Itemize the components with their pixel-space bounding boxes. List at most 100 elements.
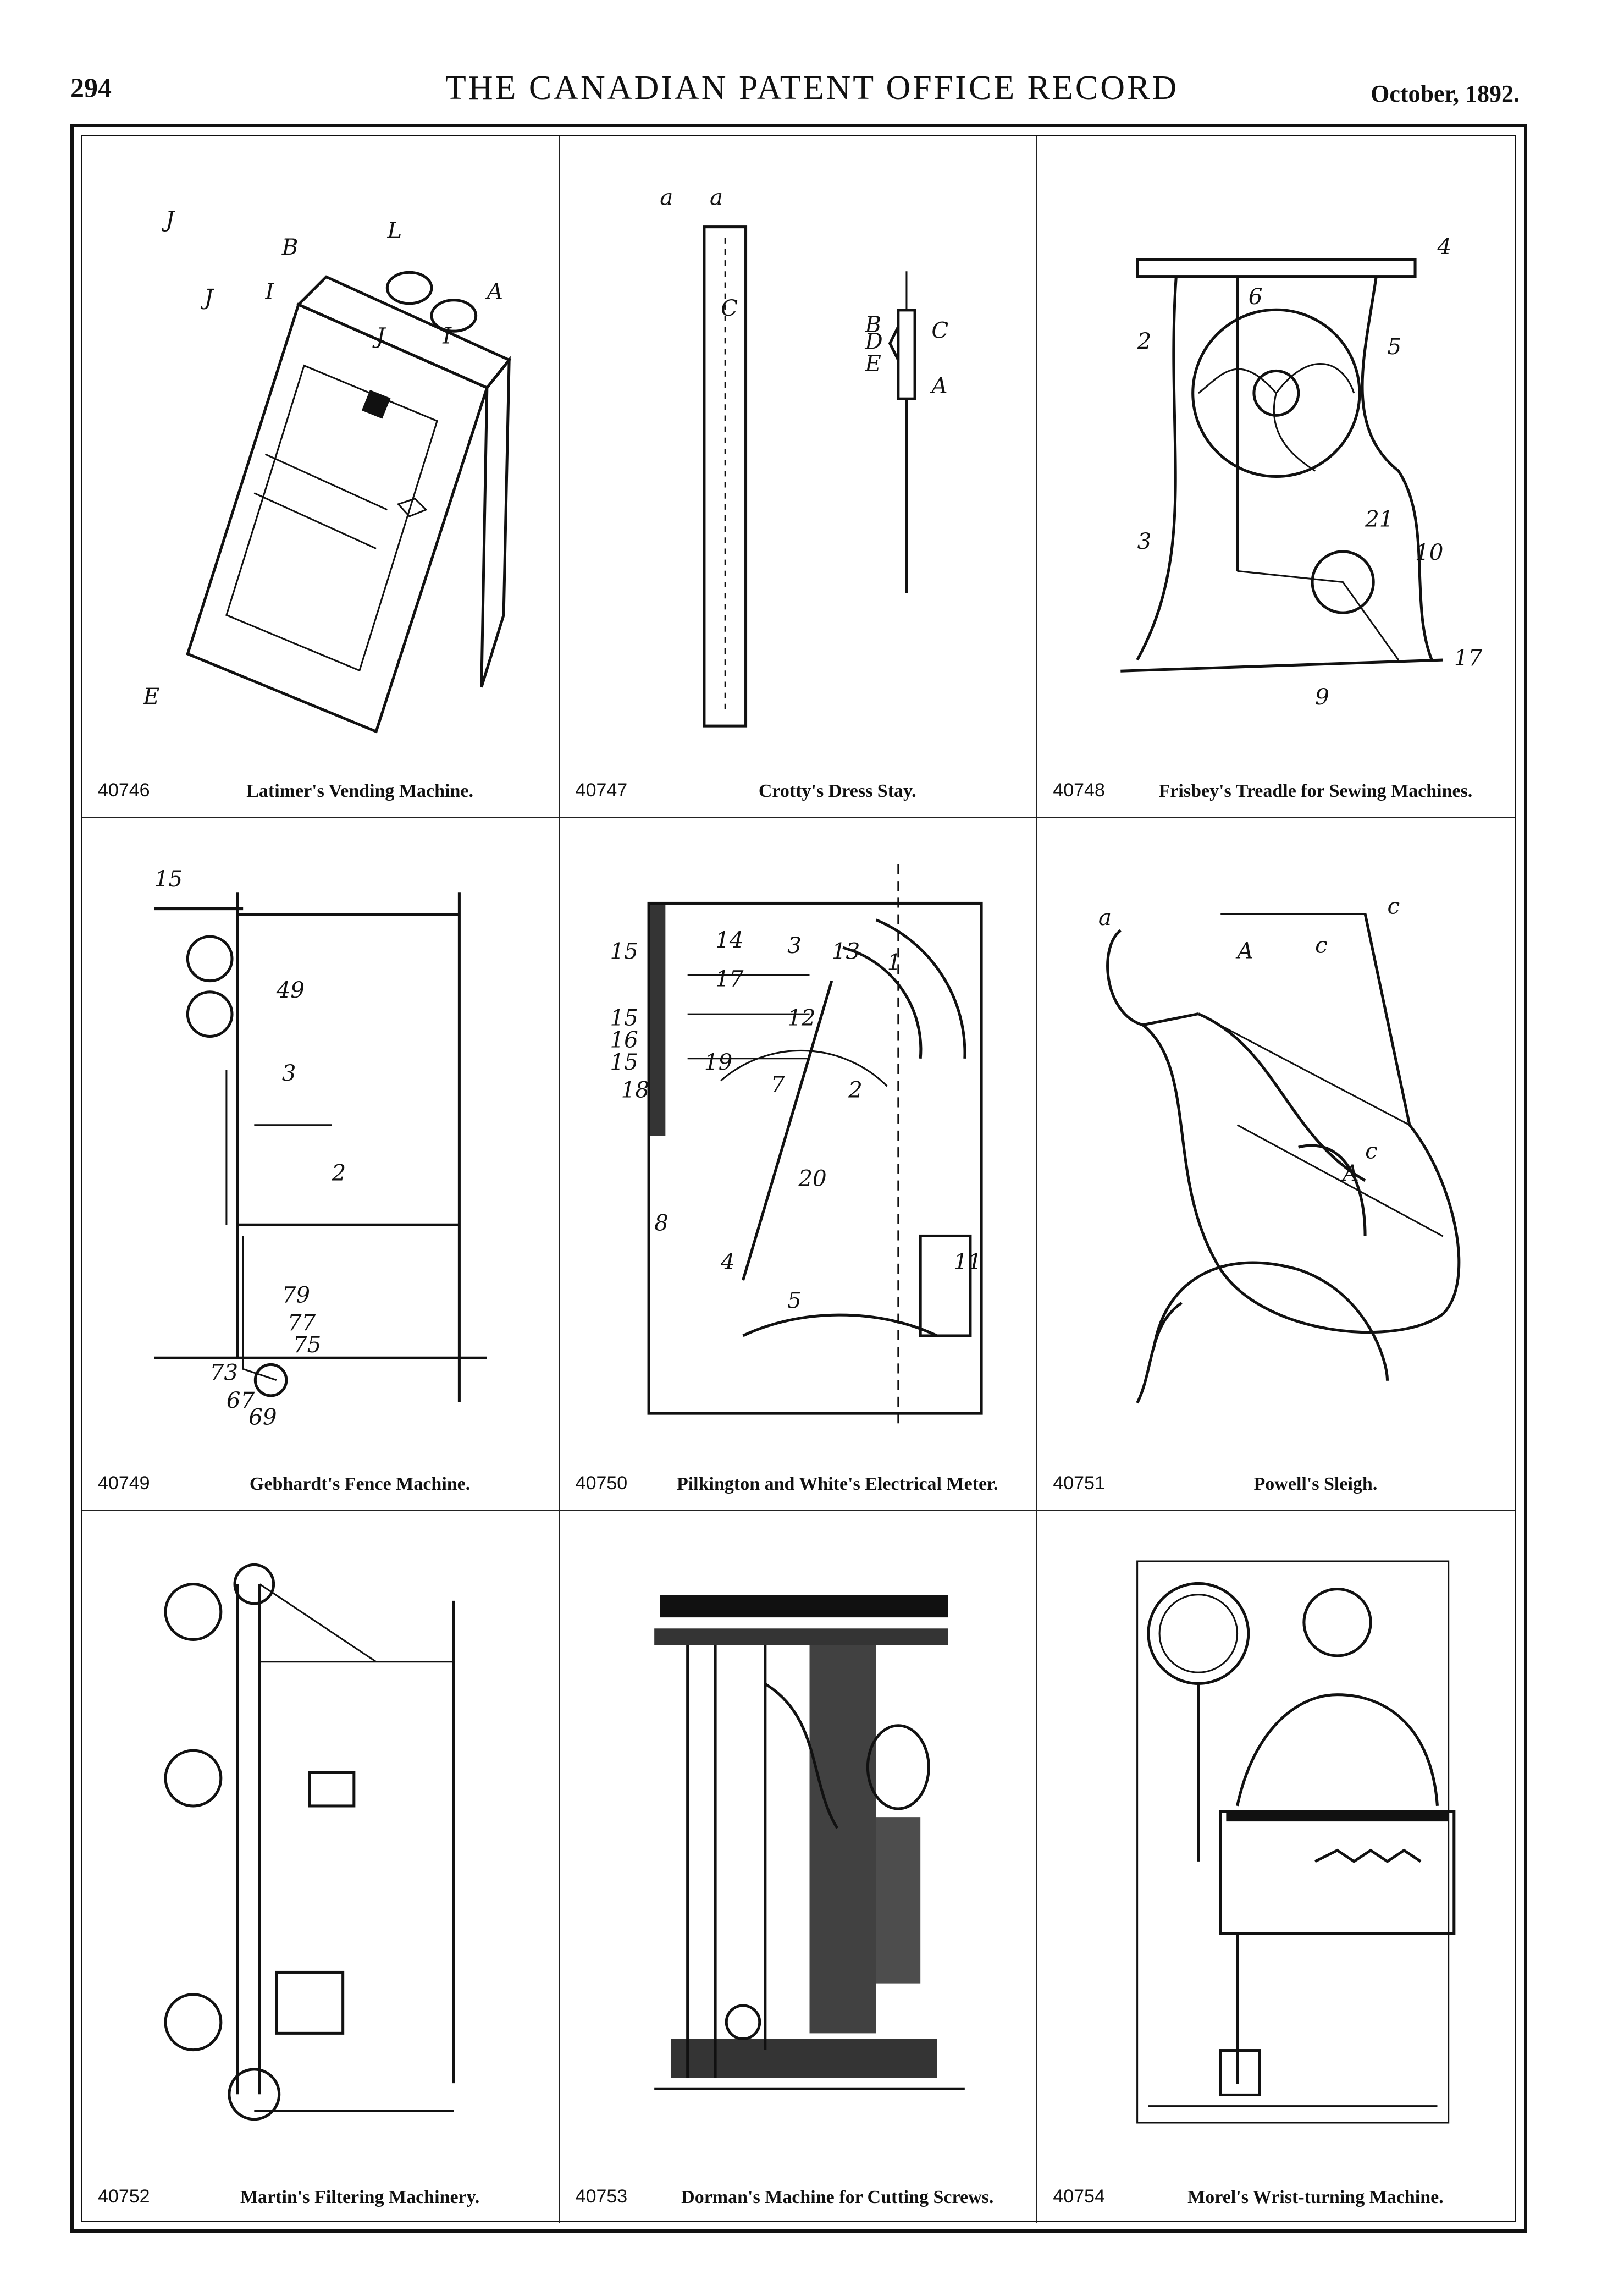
figure-reference-label: 75 — [293, 1332, 321, 1358]
figure-reference-label: A — [1235, 937, 1253, 963]
invention-title: Morel's Wrist-turning Machine. — [1187, 2187, 1444, 2208]
figure-reference-label: B — [864, 312, 881, 338]
figure-reference-label: 8 — [654, 1210, 669, 1236]
patent-number: 40751 — [1053, 1473, 1105, 1494]
figure-reference-label: B — [281, 234, 299, 260]
figure-reference-label: 15 — [610, 1049, 638, 1075]
figure-reference-label: 15 — [610, 1005, 638, 1031]
figure-reference-label: I — [442, 323, 452, 349]
patent-caption: 40747 Crotty's Dress Stay. — [576, 757, 1026, 801]
patent-number: 40750 — [575, 1473, 628, 1494]
figure-reference-label: 19 — [704, 1049, 732, 1075]
figure-reference-label: C — [931, 317, 948, 343]
patent-number: 40746 — [98, 780, 150, 801]
patent-caption: 40746 Latimer's Vending Machine. — [98, 757, 548, 801]
page-number: 294 — [70, 72, 112, 103]
figure-reference-label: 2 — [848, 1077, 863, 1103]
invention-title: Powell's Sleigh. — [1253, 1474, 1378, 1495]
figure-reference-label: I — [264, 279, 274, 305]
patent-caption: 40753 Dorman's Machine for Cutting Screw… — [576, 2163, 1026, 2207]
patent-caption: 40749 Gebhardt's Fence Machine. — [98, 1450, 548, 1494]
figure-reference-label: 20 — [798, 1166, 826, 1192]
figure-reference-label: 12 — [787, 1005, 815, 1031]
figure-reference-label: 3 — [282, 1060, 296, 1086]
figure-reference-label: 3 — [787, 933, 802, 959]
figure-reference-label: A — [485, 279, 503, 305]
figure-reference-label: 73 — [210, 1360, 238, 1386]
patent-drawing-screw-cutting-machine — [577, 1527, 1020, 2157]
patent-number: 40749 — [98, 1473, 150, 1494]
figure-reference-label: 67 — [227, 1387, 255, 1413]
figure-reference-label: 3 — [1137, 528, 1152, 554]
journal-title: THE CANADIAN PATENT OFFICE RECORD — [445, 69, 1179, 107]
figure-reference-label: J — [162, 207, 176, 233]
figure-reference-label: 1 — [887, 949, 901, 975]
figure-reference-label: 4 — [720, 1249, 735, 1275]
figure-reference-label: a — [660, 184, 673, 210]
invention-title: Martin's Filtering Machinery. — [240, 2187, 480, 2208]
figure-reference-label: A — [929, 373, 947, 399]
patent-cell: 40753 Dorman's Machine for Cutting Screw… — [560, 1511, 1038, 2223]
figure-reference-label: C — [721, 295, 738, 321]
figure-reference-label: 49 — [276, 977, 305, 1003]
patent-plate-inner: J J B L I J I A E 40746 Latimer's Vending Machin… — [81, 135, 1516, 2223]
figure-reference-label: 18 — [621, 1077, 649, 1103]
patent-number: 40747 — [575, 780, 628, 801]
patent-drawing-wrist-turning-machine — [1054, 1527, 1499, 2157]
figure-reference-label: 7 — [771, 1071, 785, 1097]
figure-reference-label: 10 — [1415, 539, 1443, 565]
invention-title: Gebhardt's Fence Machine. — [249, 1474, 471, 1495]
figure-reference-label: c — [1315, 932, 1328, 958]
figure-reference-label: A — [1341, 1160, 1359, 1186]
page-header: 294 THE CANADIAN PATENT OFFICE RECORD Oc… — [0, 0, 1624, 126]
figure-reference-label: 5 — [787, 1288, 802, 1314]
invention-title: Crotty's Dress Stay. — [758, 781, 916, 802]
invention-title: Pilkington and White's Electrical Meter. — [676, 1474, 998, 1495]
figure-reference-label: 9 — [1315, 684, 1329, 710]
figure-reference-label: 79 — [282, 1282, 310, 1308]
figure-reference-label: 15 — [154, 866, 183, 892]
patent-number: 40754 — [1053, 2186, 1105, 2207]
figure-reference-label: L — [386, 218, 402, 244]
patent-caption: 40751 Powell's Sleigh. — [1053, 1450, 1504, 1494]
figure-reference-label: 11 — [953, 1249, 981, 1275]
patent-caption: 40752 Martin's Filtering Machinery. — [98, 2163, 548, 2207]
patent-caption: 40748 Frisbey's Treadle for Sewing Machi… — [1053, 757, 1504, 801]
figure-reference-label: E — [864, 351, 881, 377]
figure-reference-label: 4 — [1437, 233, 1452, 260]
figure-reference-label: J — [201, 284, 215, 310]
figure-reference-label: c — [1388, 893, 1400, 919]
figure-reference-label: J — [372, 323, 386, 349]
patent-cell: J J B L I J I A E 40746 Latimer's Vending Machin… — [82, 136, 560, 818]
patent-cell: 40752 Martin's Filtering Machinery. — [82, 1511, 560, 2223]
patent-number: 40748 — [1053, 780, 1105, 801]
figure-reference-label: 17 — [715, 966, 744, 992]
figure-reference-label: 13 — [831, 938, 859, 964]
invention-title: Latimer's Vending Machine. — [246, 781, 473, 802]
figure-reference-label: 2 — [331, 1160, 346, 1186]
invention-title: Frisbey's Treadle for Sewing Machines. — [1158, 781, 1473, 802]
figure-reference-label: 77 — [288, 1310, 316, 1336]
figure-reference-label: 21 — [1365, 505, 1393, 532]
figure-reference-label: D — [864, 328, 882, 354]
patent-number: 40752 — [98, 2186, 150, 2207]
figure-reference-label: 69 — [248, 1404, 277, 1430]
figure-reference-label: E — [143, 684, 159, 709]
figure-reference-label: 16 — [610, 1027, 638, 1053]
patent-caption: 40754 Morel's Wrist-turning Machine. — [1053, 2163, 1504, 2207]
patent-grid: J J B L I J I A E 40746 Latimer's Vending Machin… — [82, 136, 1515, 2223]
figure-reference-label: a — [1098, 904, 1112, 930]
patent-cell: 40754 Morel's Wrist-turning Machine. — [1037, 1511, 1515, 2223]
figure-reference-label: 5 — [1388, 333, 1402, 360]
patent-drawing-filtering-machinery — [99, 1527, 543, 2157]
figure-reference-label: 14 — [715, 927, 743, 953]
figure-reference-label: 6 — [1249, 283, 1263, 310]
patent-plate-frame: J J B L I J I A E 40746 Latimer's Vending Machin… — [70, 124, 1527, 2233]
